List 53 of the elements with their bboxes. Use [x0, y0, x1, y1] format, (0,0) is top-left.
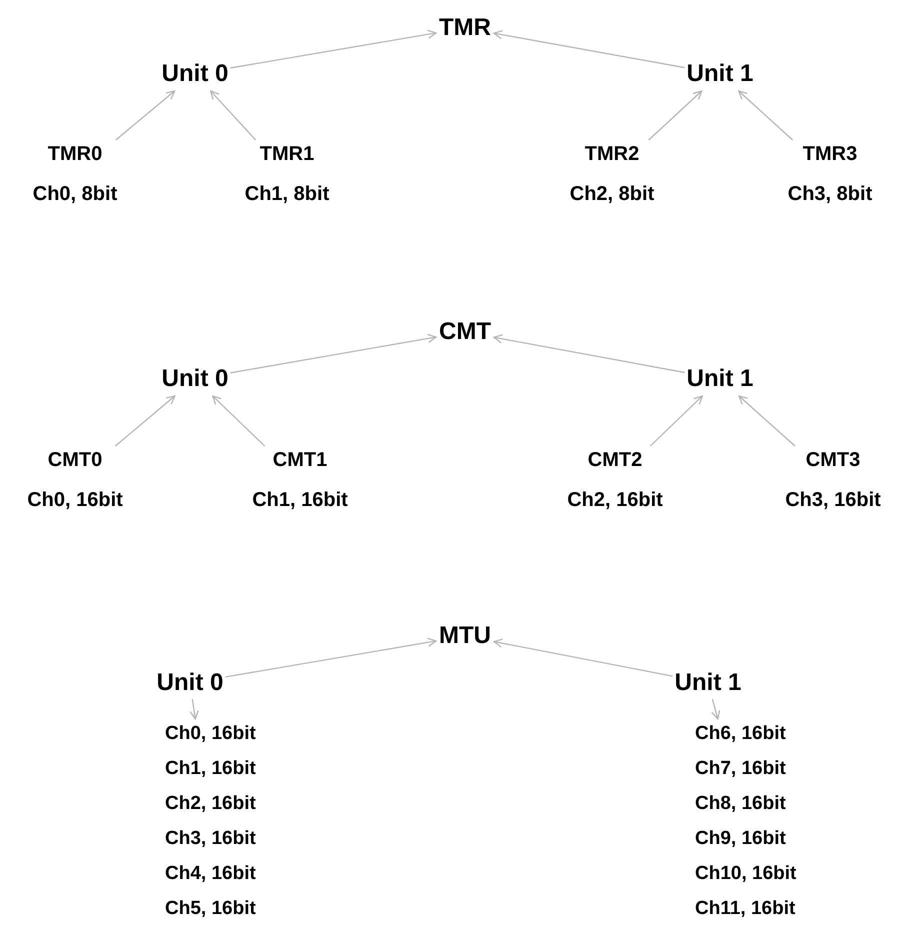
arrow [648, 90, 702, 140]
timer-label: CMT1 [272, 448, 328, 472]
channel-label: Ch0, 8bit [32, 182, 118, 206]
title-label: CMT [439, 318, 491, 346]
arrow [738, 90, 793, 140]
channel-label: Ch2, 16bit [567, 488, 663, 512]
channel-label: Ch1, 16bit [252, 488, 348, 512]
timer-label: TMR0 [48, 142, 102, 166]
arrow [190, 698, 199, 720]
arrow [711, 698, 720, 720]
arrow [115, 90, 176, 140]
channel-label: Ch2, 8bit [570, 182, 654, 206]
arrow [230, 30, 437, 69]
timer-label: CMT3 [806, 448, 860, 472]
title-label: TMR [439, 14, 491, 42]
channel-label: Ch5, 16bit [165, 897, 256, 920]
unit-label: Unit 1 [686, 365, 754, 393]
arrow [493, 638, 673, 677]
unit-label: Unit 1 [686, 60, 754, 88]
unit-label: Unit 0 [162, 365, 228, 393]
arrow [212, 395, 266, 446]
timer-label: TMR2 [584, 142, 640, 166]
channel-label: Ch2, 16bit [165, 792, 256, 815]
channel-label: Ch0, 16bit [27, 488, 123, 512]
channel-label: Ch4, 16bit [165, 862, 256, 885]
arrow [738, 395, 796, 446]
arrow [650, 395, 703, 446]
arrow [493, 334, 685, 374]
channel-label: Ch11, 16bit [695, 897, 796, 920]
title-label: MTU [439, 622, 491, 650]
timer-label: CMT0 [48, 448, 102, 472]
channel-label: Ch3, 8bit [788, 182, 872, 206]
channel-label: Ch7, 16bit [695, 757, 786, 780]
channel-label: Ch3, 16bit [785, 488, 881, 512]
timer-label: TMR3 [802, 142, 858, 166]
unit-label: Unit 0 [162, 60, 228, 88]
arrow [210, 90, 256, 140]
channel-label: Ch1, 8bit [244, 182, 330, 206]
arrow [225, 638, 437, 678]
unit-label: Unit 1 [674, 669, 742, 697]
channel-label: Ch1, 16bit [165, 757, 256, 780]
channel-label: Ch8, 16bit [695, 792, 786, 815]
channel-label: Ch3, 16bit [165, 827, 256, 850]
arrow [230, 334, 437, 374]
arrow [115, 395, 176, 446]
unit-label: Unit 0 [156, 669, 224, 697]
channel-label: Ch10, 16bit [695, 862, 796, 885]
channel-label: Ch6, 16bit [695, 722, 786, 745]
arrow [493, 30, 685, 68]
timer-label: TMR1 [260, 142, 314, 166]
timer-label: CMT2 [588, 448, 642, 472]
channel-label: Ch9, 16bit [695, 827, 786, 850]
channel-label: Ch0, 16bit [165, 722, 256, 745]
